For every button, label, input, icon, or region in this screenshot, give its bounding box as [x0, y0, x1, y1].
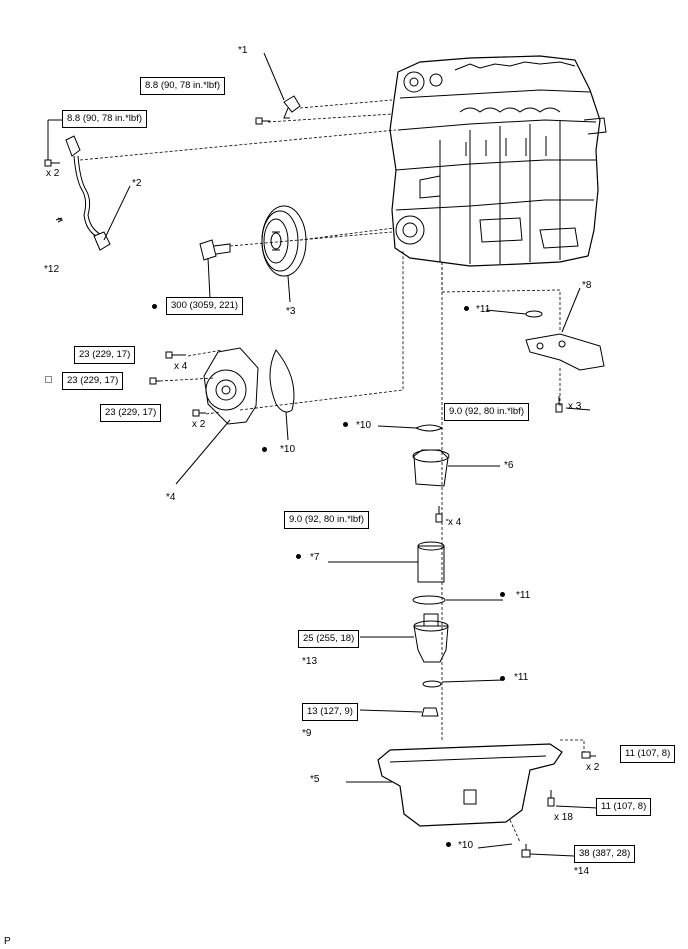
bullet-marker	[500, 592, 505, 597]
torque-spec-filter-cap: 25 (255, 18)	[298, 630, 360, 648]
torque-spec-cover-bolt-1: 23 (229, 17)	[74, 346, 136, 364]
callout-part-6: *6	[504, 460, 514, 471]
part-7-filter-element-drawing	[328, 541, 445, 583]
part-6-filter-housing-drawing	[412, 449, 500, 487]
part-13-filter-cap-drawing	[360, 613, 449, 663]
part-1-sensor-drawing	[263, 52, 301, 119]
callout-part-14: *14	[574, 866, 590, 877]
bullet-marker	[464, 306, 469, 311]
bullet-marker	[343, 422, 348, 427]
quantity-bracket-bolts: x 3	[568, 401, 582, 412]
callout-part-13: *13	[302, 656, 318, 667]
callout-part-10-drain: *10	[458, 840, 474, 851]
quantity-housing-bolts: x 4	[448, 517, 462, 528]
torque-spec-part-1: 8.8 (90, 78 in.*lbf)	[140, 77, 225, 95]
bullet-marker	[262, 447, 267, 452]
callout-part-9: *9	[302, 728, 312, 739]
torque-spec-cover-bolt-2: 23 (229, 17)	[62, 372, 124, 390]
part-2-harness-drawing	[47, 119, 131, 251]
torque-spec-oil-pan-bolt: 11 (107, 8)	[596, 798, 652, 816]
torque-spec-cover-bolt-3: 23 (229, 17)	[100, 404, 162, 422]
part-8-bracket-drawing	[525, 287, 605, 371]
bolt-drawings	[44, 117, 591, 858]
callout-part-10-top: *10	[356, 420, 372, 431]
quantity-harness-bolts: x 2	[46, 168, 60, 179]
bullet-marker	[152, 304, 157, 309]
callout-part-11-upper: *11	[516, 590, 531, 601]
callout-part-1: *1	[238, 45, 248, 56]
torque-spec-housing-bolt: 9.0 (92, 80 in.*lbf)	[284, 511, 369, 529]
torque-spec-drain-plug: 38 (387, 28)	[574, 845, 636, 863]
torque-spec-harness-bolt: 8.8 (90, 78 in.*lbf)	[62, 110, 147, 128]
part-3-crank-pulley-drawing	[199, 205, 307, 303]
callout-part-11-lower: *11	[514, 672, 529, 683]
callout-part-12: *12	[44, 264, 60, 275]
quantity-cover-bolts-3: x 2	[192, 419, 206, 430]
callout-part-2: *2	[132, 178, 142, 189]
torque-spec-pulley-bolt: 300 (3059, 221)	[166, 297, 244, 315]
callout-part-7: *7	[310, 552, 320, 563]
quantity-oil-pan-nuts: x 2	[586, 762, 600, 773]
quantity-oil-pan-bolts: x 18	[554, 812, 573, 823]
part-5-oil-pan-drawing	[346, 743, 599, 827]
callout-part-8: *8	[582, 280, 592, 291]
part-4-cover-drawing	[175, 347, 295, 485]
torque-spec-part-9: 13 (127, 9)	[302, 703, 358, 721]
corner-mark: P	[4, 936, 11, 947]
torque-spec-bracket-bolt: 9.0 (92, 80 in.*lbf)	[444, 403, 529, 421]
callout-part-4: *4	[166, 492, 176, 503]
engine-block-drawing	[389, 55, 607, 267]
bullet-marker	[500, 676, 505, 681]
bullet-marker	[446, 842, 451, 847]
bullet-marker	[296, 554, 301, 559]
callout-part-11-bracket: *11	[476, 304, 491, 315]
quantity-cover-bolts-1: x 4	[174, 361, 188, 372]
callout-part-3: *3	[286, 306, 296, 317]
callout-part-10-gasket: *10	[280, 444, 296, 455]
torque-spec-oil-pan-nut: 11 (107, 8)	[620, 745, 676, 763]
square-marker	[45, 376, 52, 383]
callout-part-5: *5	[310, 774, 320, 785]
